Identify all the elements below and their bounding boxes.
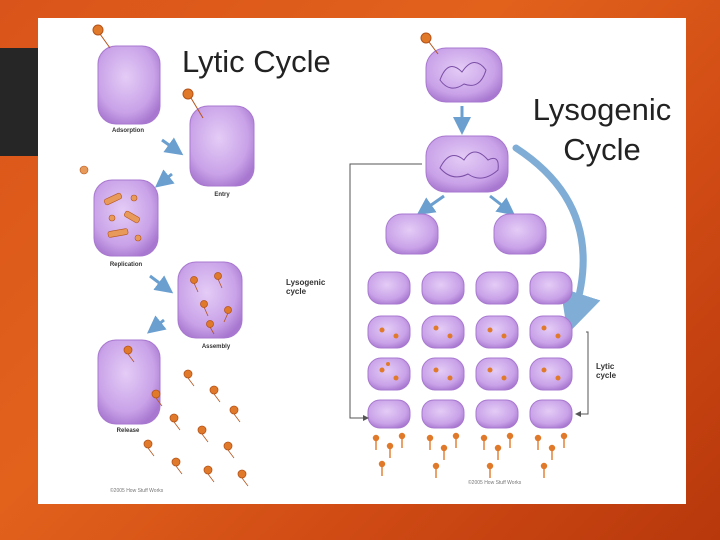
arrow-entry-replication bbox=[154, 169, 175, 188]
cell-release bbox=[97, 339, 161, 425]
cell-entry bbox=[189, 105, 255, 187]
stage-label-adsorption: Adsorption bbox=[112, 128, 144, 134]
arrow-assembly-release bbox=[146, 315, 167, 334]
stage-label-release: Release bbox=[116, 428, 140, 434]
phage-cycle-diagram bbox=[79, 24, 601, 487]
stage-label-replication: Replication bbox=[109, 262, 143, 268]
phage-dots-in-cells bbox=[379, 325, 561, 381]
released-phages bbox=[123, 345, 249, 487]
arrow-replication-assembly bbox=[149, 274, 174, 294]
stage-label-assembly: Assembly bbox=[201, 344, 231, 350]
lysogenic-side-line1: Lysogenic bbox=[286, 278, 326, 287]
lysogenic-released-phages bbox=[372, 432, 568, 478]
lytic-side-line1: Lytic bbox=[596, 362, 615, 371]
cell-lyso-integrated bbox=[425, 135, 509, 193]
dark-accent-bar bbox=[0, 48, 40, 156]
cell-replication bbox=[93, 179, 159, 257]
phage-assembly bbox=[190, 272, 232, 335]
cell-lyso-div-left bbox=[385, 213, 439, 255]
arrow-induction bbox=[512, 144, 601, 334]
lysogenic-cycle-title: Lysogenic Cycle bbox=[512, 90, 686, 170]
arrow-adsorption-entry bbox=[161, 137, 184, 156]
stage-label-entry: Entry bbox=[214, 192, 230, 198]
phage-replication-parts bbox=[79, 165, 142, 242]
phage-adsorption bbox=[92, 24, 111, 49]
phage-lyso-top bbox=[420, 32, 439, 55]
lytic-bracket bbox=[575, 331, 589, 417]
lytic-cycle-title: Lytic Cycle bbox=[182, 44, 331, 79]
cell-adsorption bbox=[97, 45, 161, 125]
lytic-cycle-side-label: Lytic cycle bbox=[596, 362, 616, 380]
cell-lyso-top bbox=[425, 47, 503, 103]
credit-left: ©2005 How Stuff Works bbox=[110, 488, 164, 494]
lysogenic-title-line1: Lysogenic bbox=[532, 92, 672, 127]
phage-entry bbox=[182, 88, 204, 119]
lysogenic-cycle-side-label: Lysogenic cycle bbox=[286, 278, 325, 296]
diagram-image: Lytic Cycle Lysogenic Cycle Adsorption E… bbox=[38, 18, 686, 504]
lysogenic-side-line2: cycle bbox=[286, 287, 307, 296]
credit-right: ©2005 How Stuff Works bbox=[468, 480, 522, 486]
lytic-side-line2: cycle bbox=[596, 371, 617, 380]
cell-lyso-div-right bbox=[493, 213, 547, 255]
lysogenic-cell-rows bbox=[367, 271, 573, 429]
lysogenic-bracket bbox=[349, 163, 422, 421]
lysogenic-title-line2: Cycle bbox=[563, 132, 641, 167]
